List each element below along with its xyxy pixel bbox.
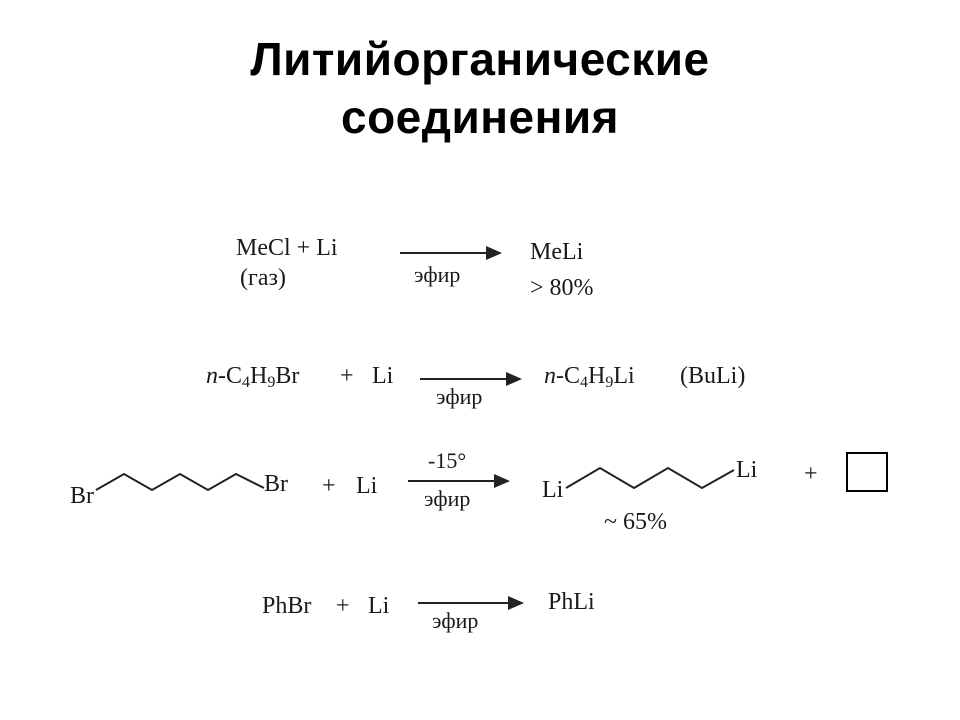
r4-plus: + — [336, 593, 350, 619]
r2-reactant-formula: -C4H9Br — [218, 363, 300, 391]
r4-arrow — [418, 596, 524, 610]
r2-product: n-C4H9Li — [544, 362, 635, 391]
r3-yield: ~ 65% — [604, 509, 667, 535]
r1-yield: > 80% — [530, 275, 594, 301]
r3-product-left-atom: Li — [542, 477, 564, 503]
r2-arrow — [420, 372, 522, 386]
r1-product: MeLi — [530, 239, 584, 265]
r2-reactant: n-C4H9Br — [206, 362, 300, 391]
r1-reactants: MeCl + Li — [236, 235, 338, 261]
r3-product-zigzag — [565, 466, 735, 490]
title-line-2: соединения — [340, 91, 619, 143]
r4-condition: эфир — [432, 608, 479, 633]
r2-plus: + — [340, 363, 354, 389]
r3-condition: эфир — [424, 486, 471, 511]
r2-reactant-prefix: n — [206, 363, 218, 389]
r2-reagent: Li — [372, 363, 394, 389]
r3-product-right-atom: Li — [736, 457, 758, 483]
r3-plus-2: + — [804, 461, 818, 487]
r3-reactant-zigzag — [95, 472, 265, 492]
r4-reagent: Li — [368, 593, 390, 619]
r2-product-prefix: n — [544, 363, 556, 389]
slide-title: Литийорганические соединения — [0, 30, 960, 146]
r3-reactant-left-atom: Br — [70, 483, 94, 509]
r4-product: PhLi — [548, 589, 595, 615]
r3-empty-box — [846, 452, 888, 492]
r3-arrow — [408, 474, 510, 488]
r1-condition: эфир — [414, 262, 461, 287]
r2-condition: эфир — [436, 384, 483, 409]
r4-reactant: PhBr — [262, 593, 312, 619]
r3-plus: + — [322, 473, 336, 499]
r3-reactant-right-atom: Br — [264, 471, 288, 497]
r2-product-formula: -C4H9Li — [556, 363, 635, 391]
r3-temperature: -15° — [428, 448, 467, 473]
r1-arrow — [400, 246, 502, 260]
r1-reactant-state: (газ) — [240, 265, 286, 291]
r3-reagent: Li — [356, 473, 378, 499]
title-line-1: Литийорганические — [250, 33, 710, 85]
r2-product-name: (BuLi) — [680, 363, 746, 389]
